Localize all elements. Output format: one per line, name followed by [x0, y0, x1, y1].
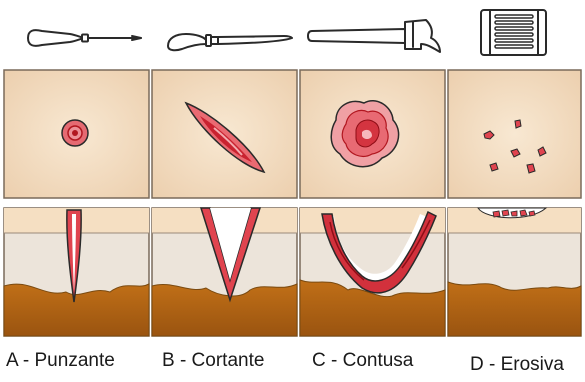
- cross-section-d: [448, 208, 581, 336]
- caption-erosiva: D - Erosiva: [470, 354, 564, 376]
- caption-cortante: B - Cortante: [162, 350, 264, 372]
- surface-panel-c: [300, 70, 445, 198]
- cross-section-b: [152, 208, 297, 336]
- hammer-icon: [308, 20, 440, 52]
- caption-punzante: A - Punzante: [6, 350, 115, 372]
- grater-icon: [481, 10, 546, 55]
- cross-section-c: [300, 208, 445, 336]
- awl-icon: [28, 30, 141, 46]
- puncture-wound: [62, 120, 88, 146]
- cross-section-a: [4, 208, 149, 336]
- knife-icon: [168, 34, 292, 50]
- surface-panel-d: [448, 70, 581, 198]
- surface-panel-b: [152, 70, 297, 198]
- caption-contusa: C - Contusa: [312, 350, 413, 372]
- surface-panel-a: [4, 70, 149, 198]
